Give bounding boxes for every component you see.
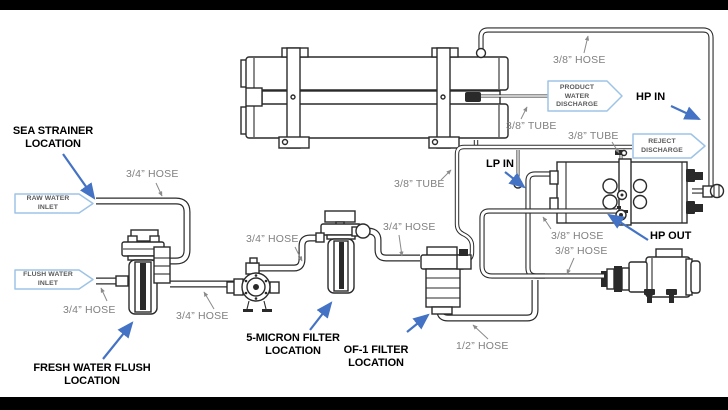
tube-label-3-8-left: 3/8” TUBE xyxy=(394,178,445,190)
hp-in-arrow-icon xyxy=(670,105,701,120)
label-line: OF-1 FILTER xyxy=(343,344,409,356)
pipe-hp-out-3-8-hose xyxy=(479,208,617,279)
callout-line: REJECT xyxy=(648,138,676,145)
reject-discharge-text: REJECT DISCHARGE xyxy=(635,138,689,155)
label-line: LOCATION xyxy=(25,138,81,150)
tube-label-3-8-reject: 3/8” TUBE xyxy=(568,130,619,142)
sea-strainer-location-label: SEA STRAINER LOCATION xyxy=(6,125,100,151)
label-line: 5-MICRON FILTER xyxy=(246,332,340,344)
pipe-product-water-3-8-tube xyxy=(465,92,548,102)
of1-filter xyxy=(420,246,472,315)
flush-water-inlet-callout xyxy=(14,269,94,290)
label-line: LOCATION xyxy=(265,345,321,357)
callout-line: INLET xyxy=(37,203,59,211)
hp-in-label: HP IN xyxy=(636,91,666,103)
of1-filter-arrow-icon xyxy=(406,313,430,333)
five-micron-filter-location-label: 5-MICRON FILTER LOCATION xyxy=(238,332,348,358)
lp-in-label: LP IN xyxy=(486,158,514,170)
clutch-pump xyxy=(226,257,280,312)
callout-line: DISCHARGE xyxy=(641,146,683,154)
hp-out-label: HP OUT xyxy=(650,230,692,242)
of1-filter-location-label: OF-1 FILTER LOCATION xyxy=(328,344,424,370)
reject-discharge-callout xyxy=(632,133,706,159)
pipe-pump-to-5micron-3-4-hose xyxy=(258,234,321,272)
label-line: SEA STRAINER xyxy=(12,125,94,137)
pipe-5micron-to-of1-3-4-hose xyxy=(368,227,420,262)
booster-pump-motor xyxy=(601,248,701,303)
hose-label-3-8-booster: 3/8” HOSE xyxy=(555,245,608,257)
callout-line: RAW WATER xyxy=(26,195,70,202)
callout-line: DISCHARGE xyxy=(556,101,598,109)
fresh-water-flush-arrow-icon xyxy=(102,321,134,360)
hp-pump-ports xyxy=(602,178,648,223)
callout-line: PRODUCT xyxy=(559,84,595,91)
lp-in-arrow-icon xyxy=(504,171,526,189)
leader-lines xyxy=(100,35,620,340)
bottom-letterbox-bar xyxy=(0,397,728,410)
membrane-vessel-assembly xyxy=(240,47,509,149)
pipe-lp-loop-3-8-hose xyxy=(525,171,557,279)
annotation-arrows xyxy=(62,105,701,360)
product-water-discharge-callout xyxy=(547,80,623,112)
sea-strainer-arrow-icon xyxy=(62,153,96,200)
top-letterbox-bar xyxy=(0,0,728,10)
callout-line: FLUSH WATER xyxy=(23,271,73,278)
raw-water-inlet-text: RAW WATER INLET xyxy=(16,195,80,212)
hose-label-3-4-sea-strainer: 3/4” HOSE xyxy=(126,168,179,180)
label-line: FRESH WATER FLUSH xyxy=(33,362,151,374)
hose-label-3-4-flush-inlet: 3/4” HOSE xyxy=(63,304,116,316)
product-water-discharge-text: PRODUCT WATER DISCHARGE xyxy=(550,84,604,110)
hose-label-3-4-filter-out: 3/4” HOSE xyxy=(176,310,229,322)
hose-label-1-2: 1/2” HOSE xyxy=(456,340,509,352)
callout-line: INLET xyxy=(37,279,59,287)
hose-label-3-4-pump-out: 3/4” HOSE xyxy=(246,233,299,245)
hose-label-3-4-to-of1: 3/4” HOSE xyxy=(383,221,436,233)
label-line: LOCATION xyxy=(348,357,404,369)
hose-label-3-8-hp-out: 3/8” HOSE xyxy=(551,230,604,242)
five-micron-filter xyxy=(315,210,371,294)
fresh-water-flush-filter xyxy=(115,229,171,315)
pipe-raw-water-3-4-hose xyxy=(96,197,191,265)
label-line: LOCATION xyxy=(64,375,120,387)
tube-label-3-8-product: 3/8” TUBE xyxy=(506,120,557,132)
hose-label-3-8-top: 3/8” HOSE xyxy=(553,54,606,66)
five-micron-arrow-icon xyxy=(309,301,333,331)
flush-water-inlet-text: FLUSH WATER INLET xyxy=(16,271,80,288)
callout-line: WATER xyxy=(564,92,590,100)
callout-shapes xyxy=(14,80,706,290)
hp-out-arrow-icon xyxy=(607,213,649,241)
raw-water-inlet-callout xyxy=(14,193,94,214)
fresh-water-flush-location-label: FRESH WATER FLUSH LOCATION xyxy=(28,362,156,388)
